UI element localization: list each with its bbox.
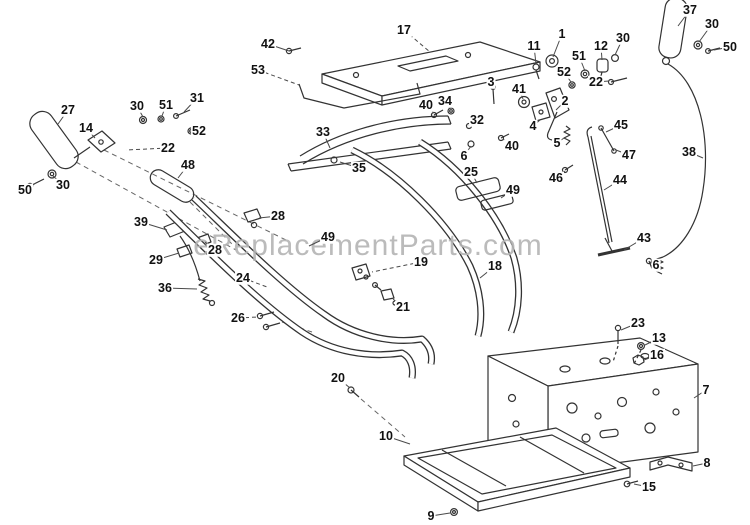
part-number-52: 52 [556, 64, 572, 79]
part-number-10: 10 [378, 428, 394, 443]
part-number-5: 5 [552, 135, 562, 150]
part-number-26: 26 [230, 310, 246, 325]
part-number-24: 24 [235, 270, 251, 285]
watermark: eReplacementParts.com [193, 229, 543, 262]
part-number-16: 16 [649, 347, 665, 362]
bracket-53 [298, 82, 421, 109]
shift-rod-44 [586, 126, 613, 244]
part-number-2: 2 [560, 93, 570, 108]
upper-support-bar [299, 115, 452, 165]
leader-line-24 [242, 277, 268, 288]
part-number-22: 22 [588, 74, 604, 89]
bolt-9 [450, 508, 459, 517]
upper-handle-18 [350, 139, 523, 337]
part-number-47: 47 [621, 147, 637, 162]
fasteners-23-13-16 [612, 324, 645, 366]
handle-grip-48 [149, 169, 195, 203]
part-number-52: 52 [191, 123, 207, 138]
part-number-17: 17 [396, 22, 412, 37]
part-number-15: 15 [641, 479, 657, 494]
assembly-guide-lines [75, 149, 406, 438]
part-number-35: 35 [351, 160, 367, 175]
part-number-1: 1 [557, 26, 567, 41]
part-number-42: 42 [260, 36, 276, 51]
part-number-40: 40 [504, 138, 520, 153]
part-number-23: 23 [630, 315, 646, 330]
part-number-20: 20 [330, 370, 346, 385]
bolt-15 [623, 480, 639, 488]
part-number-48: 48 [180, 157, 196, 172]
part-number-49: 49 [505, 182, 521, 197]
part-number-11: 11 [526, 38, 542, 53]
bolts-26 [256, 311, 281, 331]
part-number-32: 32 [469, 112, 485, 127]
part-number-30: 30 [55, 177, 71, 192]
part-number-31: 31 [189, 90, 205, 105]
part-number-22: 22 [160, 140, 176, 155]
part-number-28: 28 [207, 242, 223, 257]
part-number-18: 18 [487, 258, 503, 273]
part-number-30: 30 [129, 98, 145, 113]
part-number-39: 39 [133, 214, 149, 229]
part-number-30: 30 [704, 16, 720, 31]
part-number-21: 21 [395, 299, 411, 314]
part-number-50: 50 [17, 182, 33, 197]
part-number-51: 51 [158, 97, 174, 112]
part-number-13: 13 [651, 330, 667, 345]
lower-handle-24 [165, 195, 436, 379]
part-number-3: 3 [486, 74, 496, 89]
part-number-14: 14 [78, 120, 94, 135]
part-number-43: 43 [636, 230, 652, 245]
clamp-19 [351, 263, 382, 291]
bolt-42 [285, 47, 302, 55]
part-number-49: 49 [320, 229, 336, 244]
part-number-40: 40 [418, 97, 434, 112]
part-number-29: 29 [148, 252, 164, 267]
part-number-46: 46 [548, 170, 564, 185]
part-number-41: 41 [511, 81, 527, 96]
part-number-30: 30 [615, 30, 631, 45]
part-number-19: 19 [413, 254, 429, 269]
part-number-6: 6 [651, 257, 661, 272]
part-number-28: 28 [270, 208, 286, 223]
plate-49-right [480, 193, 514, 211]
bolt-20 [347, 386, 360, 398]
part-number-34: 34 [437, 93, 453, 108]
bracket-14 [73, 130, 116, 159]
leader-line-17 [403, 29, 431, 53]
bracket-8 [649, 456, 693, 472]
belt-cover-10 [403, 427, 631, 512]
part-number-9: 9 [426, 508, 436, 523]
part-number-51: 51 [571, 48, 587, 63]
part-number-37: 37 [682, 2, 698, 17]
part-number-25: 25 [463, 164, 479, 179]
part-number-36: 36 [157, 280, 173, 295]
part-number-8: 8 [702, 455, 712, 470]
part-number-4: 4 [528, 118, 538, 133]
part-number-45: 45 [613, 117, 629, 132]
leader-line-19 [371, 261, 422, 273]
part-number-6: 6 [459, 148, 469, 163]
part-number-44: 44 [612, 172, 628, 187]
part-number-50: 50 [722, 39, 738, 54]
part-number-33: 33 [315, 124, 331, 139]
part-number-12: 12 [593, 38, 609, 53]
part-number-27: 27 [60, 102, 76, 117]
part-number-38: 38 [681, 144, 697, 159]
part-number-53: 53 [250, 62, 266, 77]
handle-grip-27 [29, 110, 79, 170]
part-number-7: 7 [701, 382, 711, 397]
